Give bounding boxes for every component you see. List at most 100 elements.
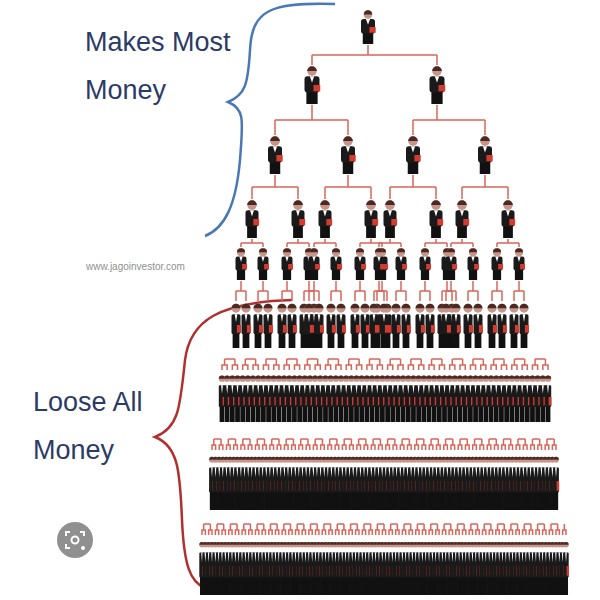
tree-connector <box>417 524 419 530</box>
person-hair <box>520 304 529 309</box>
person-jacket <box>242 314 251 334</box>
tree-connector <box>296 524 298 530</box>
tree-connector <box>463 524 465 530</box>
tree-connector <box>386 445 390 450</box>
tree-connector <box>373 438 380 440</box>
person-hair <box>426 304 435 309</box>
tree-connector <box>331 290 341 292</box>
person-head <box>254 304 263 313</box>
tree-connector <box>450 243 452 247</box>
tree-connector <box>357 445 361 450</box>
tree-connector <box>514 358 524 360</box>
person-shirt <box>475 467 477 477</box>
briefcase <box>525 325 529 333</box>
tree-connector <box>551 523 558 525</box>
tree-connector <box>549 530 552 535</box>
person-head <box>278 304 287 313</box>
person-shirt <box>418 467 420 477</box>
person-shirt <box>218 467 220 477</box>
tree-connector <box>338 359 340 365</box>
person-head <box>545 375 551 381</box>
tree-connector <box>317 359 319 365</box>
tree-connector <box>531 445 535 450</box>
person-head <box>416 304 425 313</box>
tree-connector <box>457 523 464 525</box>
tree-connector <box>476 530 479 535</box>
person-shirt <box>363 467 365 477</box>
person-figure <box>246 200 260 238</box>
person-shirt <box>471 257 474 262</box>
person-shirt <box>413 385 415 393</box>
tree-connector <box>535 358 545 360</box>
person-hair <box>320 200 330 205</box>
tree-connector <box>524 359 526 365</box>
person-shirt <box>465 467 467 477</box>
tree-connector <box>402 530 405 535</box>
tree-connector <box>405 291 407 301</box>
person-hair <box>416 304 425 309</box>
tree-connector <box>403 524 405 530</box>
tree-connector <box>430 524 432 530</box>
person-hair <box>237 248 245 252</box>
person-shirt <box>287 467 289 477</box>
tree-connector <box>386 291 388 301</box>
person-figure <box>510 304 519 348</box>
tree-connector <box>245 359 247 365</box>
person-shirt <box>395 314 398 322</box>
person-figure <box>406 136 421 174</box>
person-jacket <box>365 210 378 226</box>
tree-connector <box>325 365 330 370</box>
person-jacket <box>370 314 379 334</box>
person-shirt <box>508 467 510 477</box>
tree-connector <box>308 281 310 291</box>
briefcase <box>375 325 379 333</box>
person-jacket <box>384 210 397 226</box>
person-jacket <box>292 210 305 226</box>
person-shirt <box>512 467 514 477</box>
person-figure <box>502 200 516 238</box>
person-figure <box>492 248 504 280</box>
tree-connector <box>415 445 419 450</box>
person-head <box>474 304 483 313</box>
tree-connector <box>336 365 341 370</box>
person-shirt <box>283 385 285 393</box>
tree-connector <box>315 438 322 440</box>
person-shirt <box>423 385 425 393</box>
person-shirt <box>497 467 499 477</box>
person-hair <box>370 304 379 309</box>
person-shirt <box>350 385 352 393</box>
person-shirt <box>237 385 239 393</box>
person-shirt <box>291 314 294 322</box>
person-figure <box>456 200 470 238</box>
person-shirt <box>242 385 244 393</box>
tree-connector <box>379 242 401 244</box>
person-shirt <box>367 467 369 477</box>
lens-icon-frame <box>66 532 84 548</box>
person-head <box>488 304 497 313</box>
tree-connector <box>472 281 474 291</box>
tree-connector <box>493 359 495 365</box>
person-shirt <box>257 314 260 322</box>
person-shirt <box>428 467 430 477</box>
tree-connector <box>441 359 443 365</box>
person-shirt <box>244 467 246 477</box>
person-head <box>408 136 418 146</box>
person-shirt <box>325 385 327 393</box>
person-shirt <box>432 467 434 477</box>
person-head <box>520 304 529 313</box>
tree-connector <box>257 291 259 301</box>
tree-connector <box>230 524 232 530</box>
briefcase <box>342 325 346 333</box>
person-jacket <box>380 314 389 334</box>
person-shirt <box>268 385 270 393</box>
briefcase <box>439 85 446 91</box>
tree-connector <box>269 530 272 535</box>
person-shirt <box>547 385 549 393</box>
person-shirt <box>523 467 525 477</box>
person-jacket <box>416 314 425 334</box>
person-head <box>366 200 376 210</box>
tree-connector <box>470 365 475 370</box>
person-shirt <box>284 467 286 477</box>
tree-connector <box>253 365 258 370</box>
